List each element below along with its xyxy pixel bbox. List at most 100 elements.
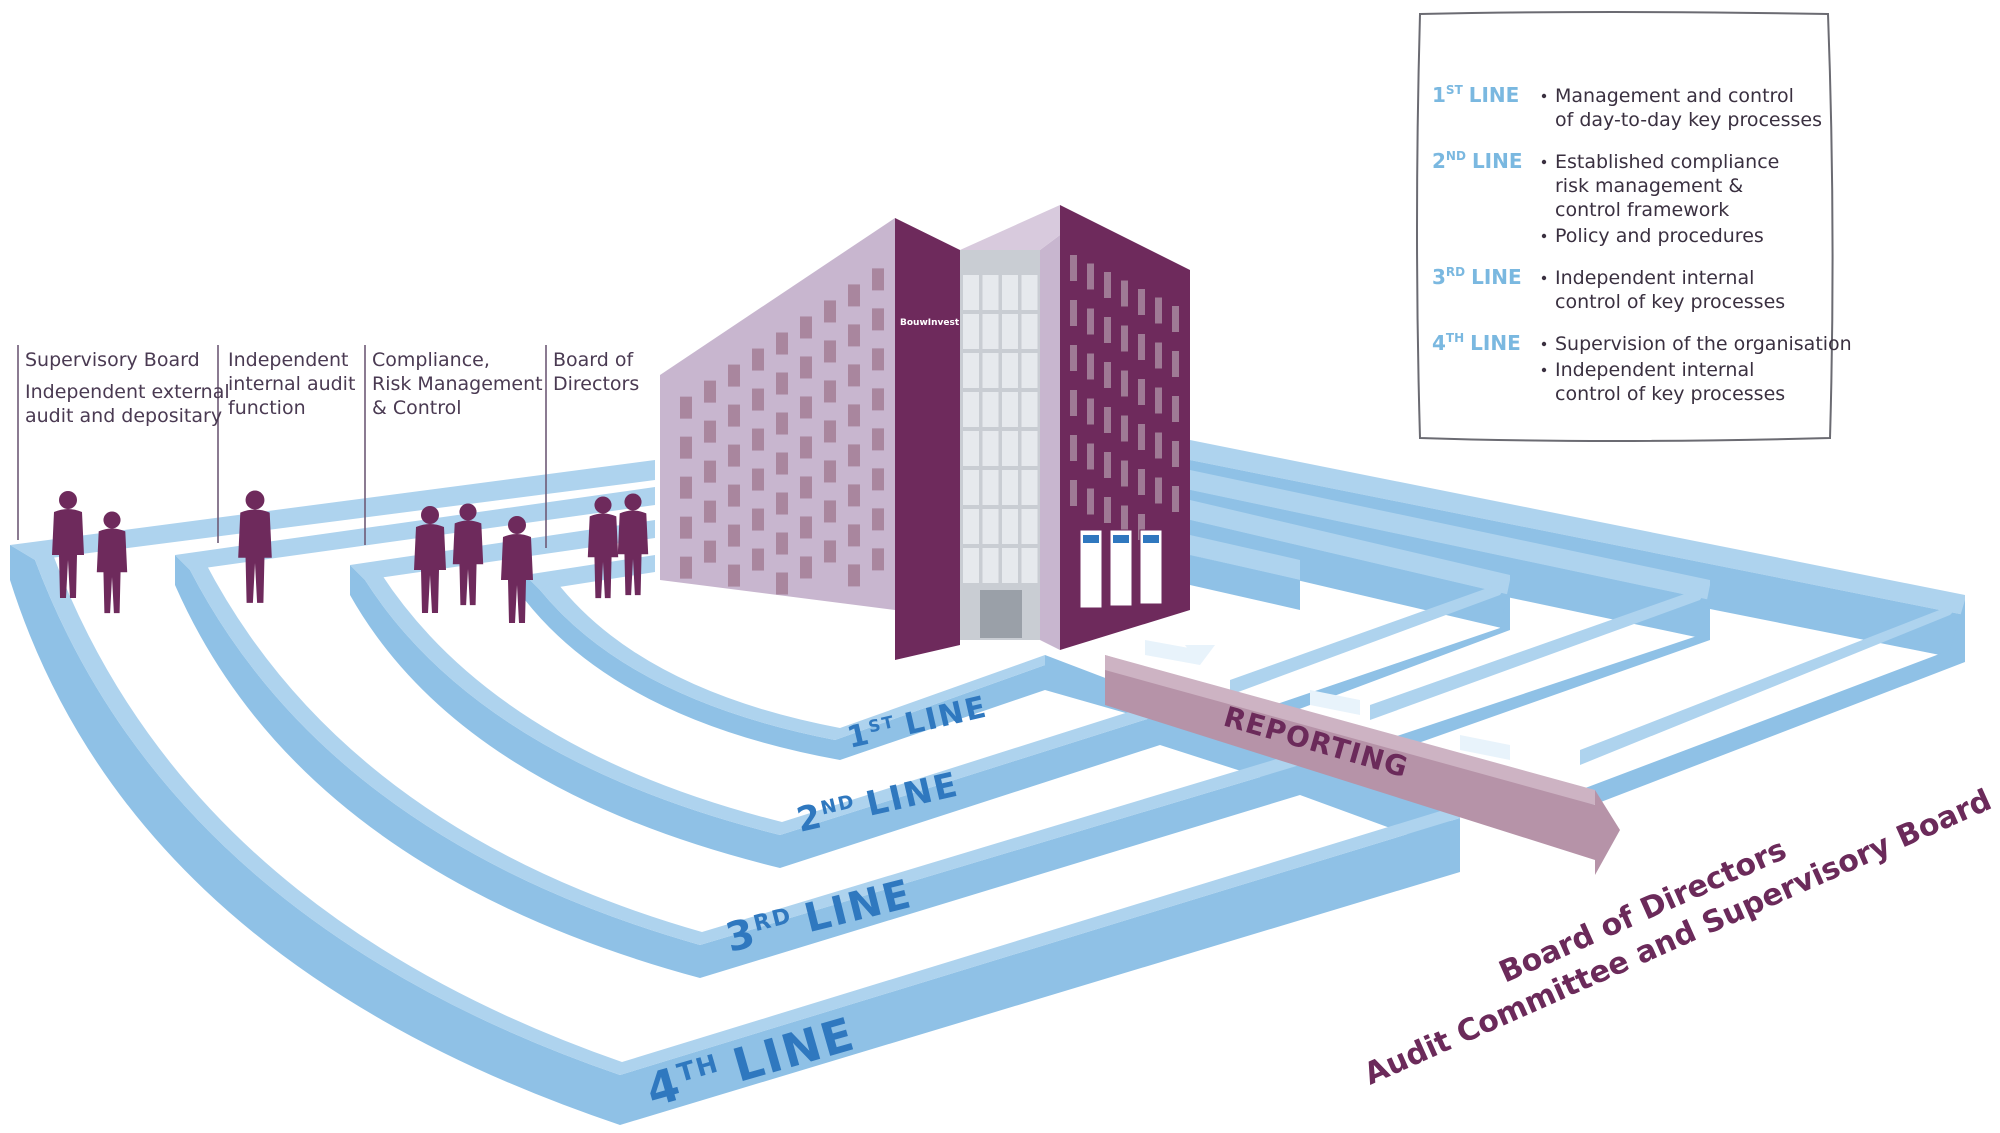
core-pane [963,275,979,310]
person-silhouette [587,496,619,599]
window [680,476,692,499]
window [824,340,836,363]
window [800,556,812,579]
legend-word: LINE [1470,331,1521,355]
legend-text: Management and control [1555,85,1794,107]
window [1172,441,1179,467]
core-pane [1002,509,1018,544]
core-pane [1002,353,1018,388]
bullet-dot [1541,275,1547,281]
window [872,508,884,531]
top-label-line: Risk Management [372,373,543,395]
window [824,300,836,323]
window [1104,362,1111,388]
bullet-dot [1541,93,1547,99]
window [704,420,716,443]
report-arrows [1145,640,1510,760]
bullet-dot [1541,233,1547,239]
core-pane [1021,470,1038,505]
legend-text: control framework [1555,199,1729,221]
window [872,468,884,491]
window [1087,443,1094,470]
window [1070,300,1077,326]
window [872,388,884,411]
window [728,364,740,387]
top-label-line: function [228,397,306,419]
window [800,436,812,459]
window [848,524,860,547]
wall-back-2 [1190,500,1510,595]
window [848,284,860,307]
core-pane [963,431,979,466]
top-label-line: Board of [553,349,635,371]
window [776,332,788,355]
wall-back-3 [1190,470,1710,600]
core-pane [982,353,999,388]
top-label-line: internal audit [228,373,355,395]
person-silhouette [501,516,533,623]
legend-num: 1 [1432,83,1446,107]
window [1121,415,1128,442]
window [800,516,812,539]
window [1172,486,1179,512]
window [704,540,716,563]
core-pane [1002,314,1018,349]
window [800,316,812,339]
window [872,308,884,331]
core-pane [982,275,999,310]
window [728,404,740,427]
window [752,388,764,411]
window [1104,317,1111,343]
line-word: LINE [901,690,991,743]
wall-left-1 [525,555,655,590]
window [1155,477,1162,504]
window [752,548,764,571]
window [1070,345,1077,371]
top-label-line: audit and depositary [25,405,222,427]
window [1104,407,1111,433]
window [824,500,836,523]
window [800,356,812,379]
window [1087,263,1094,290]
legend-text: Policy and procedures [1555,225,1764,247]
core-pane [1021,431,1038,466]
window [1172,351,1179,377]
window [848,484,860,507]
window [1121,505,1128,532]
legend-word: LINE [1469,83,1520,107]
window [1155,387,1162,414]
window [872,268,884,291]
wall-back-1 [1190,535,1300,580]
building-door [980,590,1022,638]
top-label-line: Supervisory Board [25,349,200,371]
core-pane [1021,275,1038,310]
legend-word: LINE [1472,149,1523,173]
core-pane [963,509,979,544]
core-pane [1021,392,1038,427]
core-pane [982,548,999,583]
window [1104,497,1111,523]
legend-sup: ND [1446,149,1466,163]
core-pane [982,314,999,349]
window [1121,460,1128,487]
window [752,508,764,531]
legend-sup: RD [1446,265,1465,279]
legend-text: of day-to-day key processes [1555,109,1822,131]
window [752,428,764,451]
window [680,516,692,539]
people-silhouettes [52,490,649,623]
core-pane [982,470,999,505]
window [728,444,740,467]
window [704,500,716,523]
window [1138,379,1145,405]
core-pane [982,392,999,427]
top-label-line: Directors [553,373,639,395]
legend-text: Independent internal [1555,359,1754,381]
window [800,476,812,499]
legend-word: LINE [1471,265,1522,289]
